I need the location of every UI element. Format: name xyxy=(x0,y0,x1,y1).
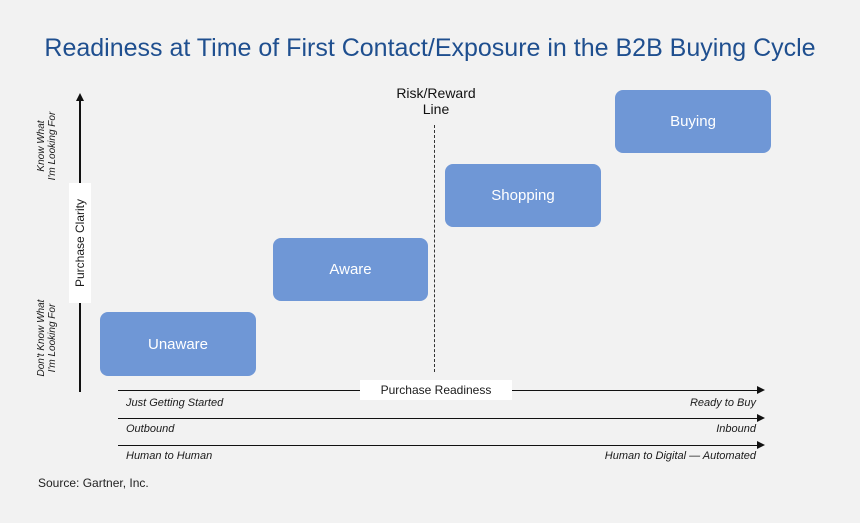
x-axis-row1-left: Just Getting Started xyxy=(126,397,224,409)
x-axis-row2-left: Outbound xyxy=(126,423,175,435)
x-axis-row3-left: Human to Human xyxy=(126,450,213,462)
y-axis-bottom-label: Don't Know What I'm Looking For xyxy=(36,273,58,403)
x-axis-row2-right: Inbound xyxy=(716,423,756,435)
stage-unaware-box: Unaware xyxy=(100,312,256,376)
y-axis-bottom-line2: I'm Looking For xyxy=(47,303,58,373)
stage-buying-box: Buying xyxy=(615,90,771,153)
y-axis-bottom-line1: Don't Know What xyxy=(36,299,47,377)
stage-unaware-label: Unaware xyxy=(147,335,209,353)
risk-reward-label: Risk/Reward Line xyxy=(371,85,501,117)
y-axis-top-line1: Know What xyxy=(36,120,47,172)
y-axis-label: Purchase Clarity xyxy=(73,198,87,288)
y-axis-top-line2: I'm Looking For xyxy=(47,111,58,181)
x-axis-arrow-icon xyxy=(757,414,765,422)
stage-aware-box: Aware xyxy=(273,238,428,301)
risk-reward-label-line1: Risk/Reward xyxy=(396,85,476,101)
chart-title: Readiness at Time of First Contact/Expos… xyxy=(44,34,816,62)
risk-reward-dashed-line xyxy=(434,125,435,372)
y-axis-label-box xyxy=(69,183,91,303)
stage-aware-label: Aware xyxy=(329,261,372,278)
x-axis-line-outbound xyxy=(118,418,758,419)
source-note: Source: Gartner, Inc. xyxy=(38,476,149,490)
x-axis-arrow-icon xyxy=(757,386,765,394)
stage-shopping-box: Shopping xyxy=(445,164,601,227)
stage-shopping-label: Shopping xyxy=(491,187,555,204)
x-axis-arrow-icon xyxy=(757,441,765,449)
x-axis-row3-right: Human to Digital — Automated xyxy=(604,450,756,462)
y-axis-top-label: Know What I'm Looking For xyxy=(36,81,58,211)
x-axis-main-label: Purchase Readiness xyxy=(360,380,512,400)
x-axis-row1-right: Ready to Buy xyxy=(689,397,756,409)
risk-reward-label-line2: Line xyxy=(422,101,450,117)
stage-buying-label: Buying xyxy=(670,113,716,130)
y-axis-arrow-icon xyxy=(76,93,84,101)
x-axis-line-human xyxy=(118,445,758,446)
